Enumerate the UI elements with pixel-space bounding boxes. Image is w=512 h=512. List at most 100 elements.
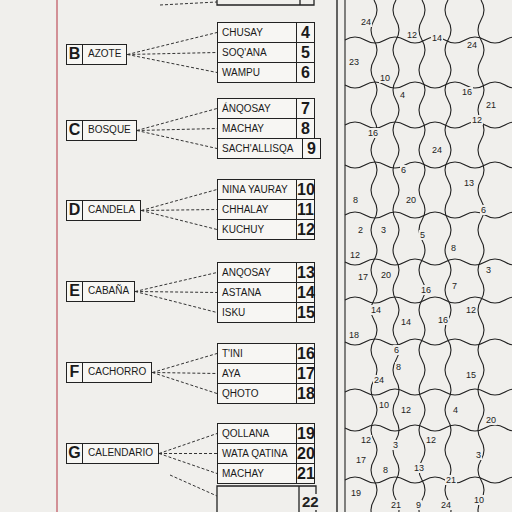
- piece-number: 12: [471, 115, 483, 125]
- option-number: 12: [296, 220, 314, 239]
- dashed-connector: [135, 292, 217, 293]
- piece-number: 13: [463, 178, 475, 188]
- option-row: MACHAY21: [217, 463, 315, 484]
- option-number: 15: [296, 303, 314, 322]
- piece-number: 17: [355, 455, 367, 465]
- quechua-word: ISKU: [218, 303, 296, 322]
- word-box: ECABAÑA: [66, 281, 135, 302]
- piece-number: 24: [431, 145, 443, 155]
- quechua-word: QOLLANA: [218, 424, 296, 443]
- puzzle-border: [344, 0, 345, 512]
- piece-number: 7: [451, 281, 458, 291]
- word-box: BAZOTE: [66, 44, 127, 65]
- piece-number: 24: [440, 500, 452, 510]
- dashed-connector: [159, 453, 217, 454]
- quechua-word: MACHAY: [218, 119, 296, 138]
- option-number: 17: [296, 364, 314, 383]
- quechua-word: NINA YAURAY: [218, 180, 296, 199]
- piece-number: 23: [348, 57, 360, 67]
- option-row: SACH'ALLISQA9: [217, 138, 321, 159]
- word-box: FCACHORRO: [66, 362, 152, 383]
- option-number: 5: [296, 43, 314, 62]
- option-row: CHHALAY11: [217, 199, 315, 220]
- piece-number: 17: [357, 272, 369, 282]
- piece-number: 3: [475, 450, 482, 460]
- option-number: 6: [296, 63, 314, 82]
- spanish-word: BOSQUE: [83, 121, 136, 140]
- piece-number: 12: [400, 405, 412, 415]
- dashed-connector: [159, 434, 217, 454]
- piece-number: 20: [405, 195, 417, 205]
- quechua-word: MACHAY: [218, 464, 296, 483]
- option-row: MACHAY8: [217, 118, 315, 139]
- dashed-connector: [141, 210, 217, 211]
- piece-number: 4: [452, 405, 459, 415]
- option-row: WATA QATINA20: [217, 443, 315, 464]
- piece-number: 15: [465, 370, 477, 380]
- piece-number: 12: [406, 30, 418, 40]
- piece-number: 16: [437, 315, 449, 325]
- option-row: CHUSAY4: [217, 22, 315, 43]
- quechua-word: CHUSAY: [218, 23, 296, 42]
- option-number: 10: [296, 180, 314, 199]
- item-letter: D: [67, 201, 83, 220]
- option-number: 22: [301, 494, 320, 510]
- item-letter: E: [67, 282, 83, 301]
- option-row: ANQOSAY13: [217, 262, 315, 283]
- item-letter: F: [67, 363, 83, 382]
- option-number: 11: [296, 200, 314, 219]
- leader-line: [170, 475, 217, 496]
- piece-number: 8: [382, 465, 389, 475]
- piece-number: 12: [360, 435, 372, 445]
- dashed-connector: [141, 211, 217, 230]
- piece-number: 6: [480, 205, 487, 215]
- piece-number: 3: [392, 440, 399, 450]
- quechua-word: CHHALAY: [218, 200, 296, 219]
- option-row: WAMPU6: [217, 62, 315, 83]
- spanish-word: CALENDARIO: [83, 444, 158, 463]
- item-letter: C: [67, 121, 83, 140]
- piece-number: 12: [425, 435, 437, 445]
- piece-number: 3: [485, 265, 492, 275]
- piece-number: 6: [400, 165, 407, 175]
- piece-number: 21: [390, 500, 402, 510]
- dashed-connector: [127, 53, 217, 55]
- word-box: GCALENDARIO: [66, 443, 159, 464]
- spanish-word: CABAÑA: [83, 282, 134, 301]
- option-row: ÁNQOSAY7: [217, 98, 315, 119]
- dashed-connector: [135, 273, 217, 292]
- margin-line: [56, 0, 58, 512]
- dashed-connector: [152, 373, 217, 374]
- quechua-word: KUCHUY: [218, 220, 296, 239]
- piece-number: 18: [348, 330, 360, 340]
- quechua-word: WATA QATINA: [218, 444, 296, 463]
- piece-number: 14: [431, 33, 443, 43]
- piece-number: 2: [357, 225, 364, 235]
- quechua-word: QHOTO: [218, 384, 296, 403]
- dashed-connector: [135, 292, 217, 313]
- option-row: QHOTO18: [217, 383, 315, 404]
- panel-divider: [336, 0, 338, 512]
- piece-number: 13: [413, 463, 425, 473]
- option-number: 9: [302, 139, 320, 158]
- dashed-connector: [152, 373, 217, 394]
- option-row: NINA YAURAY10: [217, 179, 315, 200]
- piece-number: 10: [379, 73, 391, 83]
- piece-number: 3: [380, 225, 387, 235]
- piece-number: 21: [485, 100, 497, 110]
- item-letter: G: [67, 444, 83, 463]
- option-number: 16: [296, 344, 314, 363]
- piece-number: 5: [419, 230, 426, 240]
- piece-number: 16: [461, 87, 473, 97]
- piece-number: 24: [466, 40, 478, 50]
- item-letter: B: [67, 45, 83, 64]
- piece-number: 20: [380, 270, 392, 280]
- piece-number: 14: [370, 305, 382, 315]
- piece-number: 12: [349, 250, 361, 260]
- dashed-connector: [137, 129, 217, 131]
- quechua-word: ÁNQOSAY: [218, 99, 296, 118]
- option-number: 21: [296, 464, 314, 483]
- piece-number: 16: [420, 285, 432, 295]
- option-number: 4: [296, 23, 314, 42]
- dashed-connector: [127, 55, 217, 73]
